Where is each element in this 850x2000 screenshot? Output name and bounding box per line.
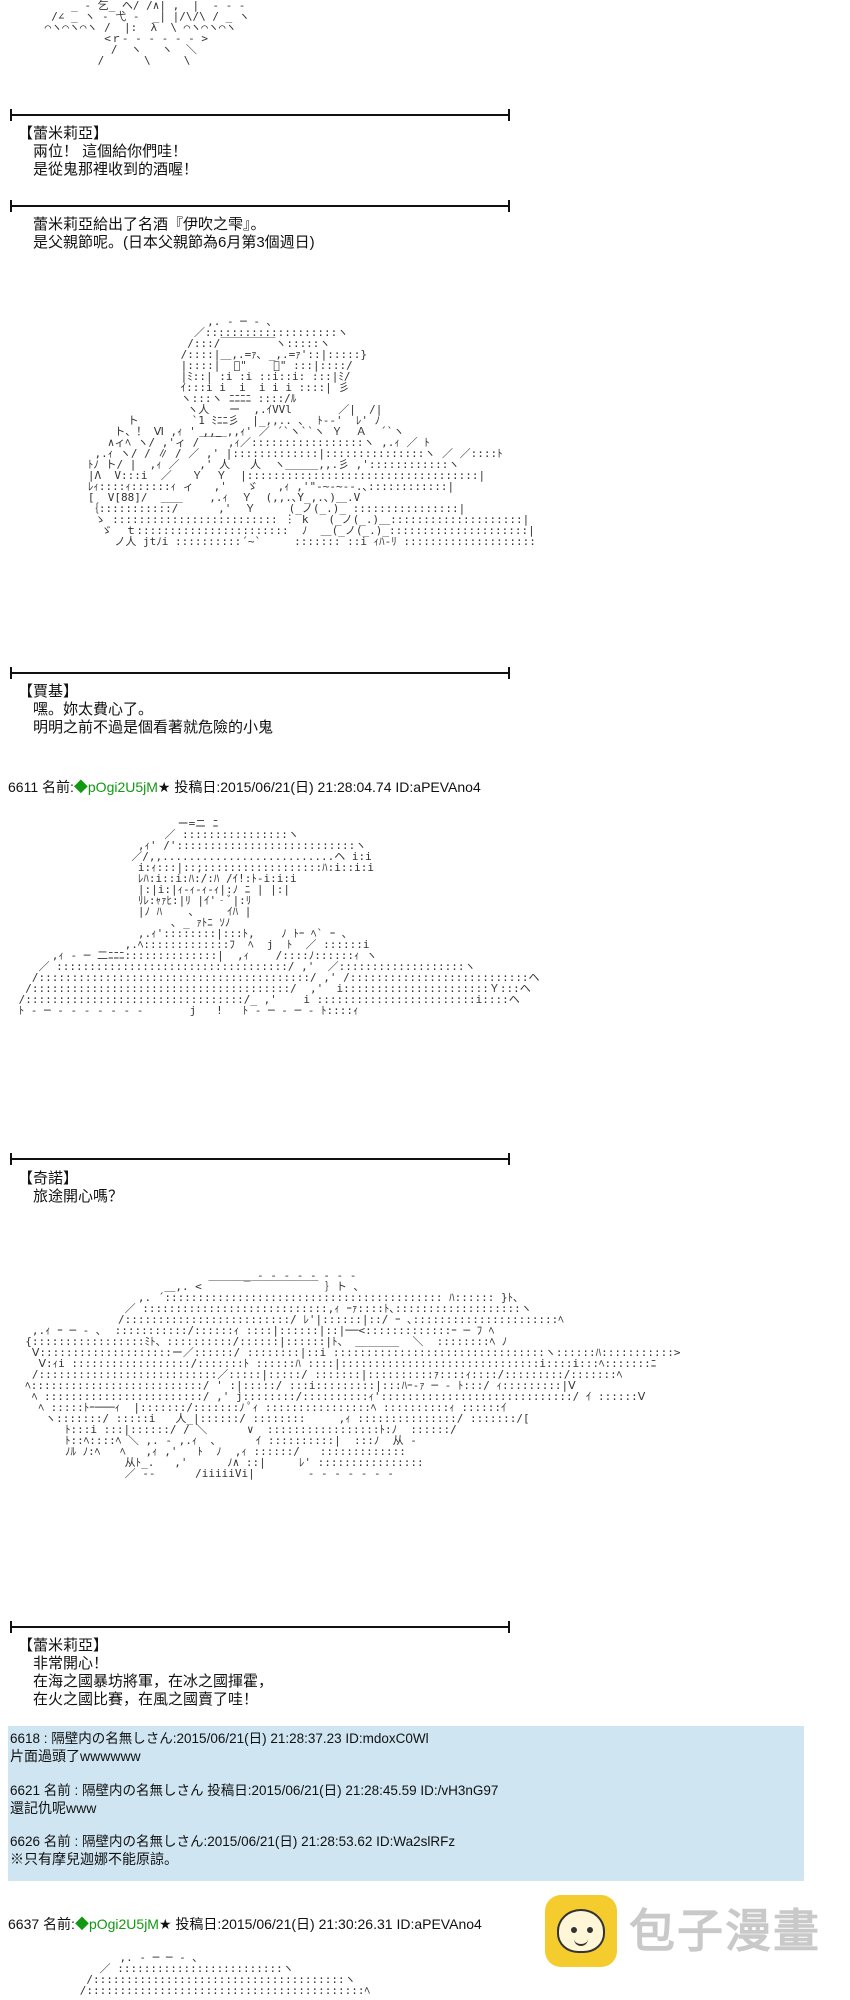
divider — [10, 1621, 510, 1633]
dialogue-line: 非常開心！ — [33, 1655, 109, 1672]
speaker-name: 【奇諾】 — [18, 1170, 79, 1187]
dialogue-line: 在火之國比賽，在風之國賣了哇！ — [33, 1691, 259, 1708]
narration-line: 是父親節呢。(日本父親節為6月第3個週日) — [33, 234, 315, 251]
dialogue-line: 嘿。妳太費心了。 — [33, 701, 154, 718]
post-name-label: 名前: — [42, 779, 74, 795]
post-date-label: 投稿日: — [174, 779, 221, 795]
watermark-logo: 包子漫畫 — [545, 1895, 845, 1975]
post-date-label: 投稿日: — [175, 1916, 222, 1932]
dialogue-line: 兩位！ 這個給你們哇！ — [33, 143, 188, 160]
trip-diamond: ◆ — [73, 779, 88, 795]
comment-header: 6618 : 隔壁内の名無しさん:2015/06/21(日) 21:28:37.… — [10, 1731, 429, 1746]
post-id[interactable]: ID:aPEVAno4 — [395, 779, 481, 795]
post-star: ★ — [157, 779, 171, 795]
watermark-text: 包子漫畫 — [629, 1904, 821, 1958]
divider — [10, 1153, 510, 1165]
comments-panel: 6618 : 隔壁内の名無しさん:2015/06/21(日) 21:28:37.… — [8, 1726, 804, 1881]
ascii-art-bat-wings: _ ‐ 乞_ ヘ/ /∧| , | ‐ ‐ ‐ /∠ _ ヽ ‐ 弋 ‐ _| … — [44, 0, 250, 67]
comment-header: 6621 名前 : 隔壁内の名無しさん 投稿日:2015/06/21(日) 21… — [10, 1783, 499, 1798]
comment-body: 還記仇呢www — [10, 1800, 97, 1816]
ascii-art-partial: ,. ‐ ─ ─ ‐ ､ ／ :::::::::::::::::::::::::… — [79, 1951, 371, 1997]
bun-mascot-icon — [545, 1895, 617, 1967]
ascii-art-hat-figure: ー=ニ ﾆ ／ ::::::::::::::::ヽ ,ｨ' /'::::::::… — [18, 817, 540, 1017]
trip-diamond: ◆ — [74, 1916, 89, 1932]
divider — [10, 667, 510, 679]
post-id[interactable]: ID:aPEVAno4 — [396, 1916, 482, 1932]
dialogue-line: 是從鬼那裡收到的酒喔！ — [33, 161, 199, 178]
post-date: 2015/06/21(日) 21:30:26.31 — [221, 1916, 393, 1932]
dialogue-line: 旅途開心嗎？ — [33, 1188, 124, 1205]
narration-line: 蕾米莉亞給出了名酒『伊吹之雫』。 — [33, 216, 266, 233]
ascii-art-two-figures: ,. ‐ ─ ‐ ､ ／::::::::::::::::::::ヽ /:::/￣… — [87, 315, 536, 548]
comment-header: 6626 名前 : 隔壁内の名無しさん:2015/06/21(日) 21:28:… — [10, 1834, 456, 1849]
speaker-name: 【蕾米莉亞】 — [18, 1637, 109, 1654]
divider — [10, 109, 510, 121]
post-name-label: 名前: — [43, 1916, 75, 1932]
post-star: ★ — [158, 1916, 172, 1932]
post-trip[interactable]: pOgi2U5jM — [88, 1916, 159, 1932]
dialogue-line: 在海之國暴坊將軍，在冰之國揮霍， — [33, 1673, 274, 1690]
post-number: 6637 — [8, 1916, 40, 1932]
divider — [10, 200, 510, 212]
comment-body: ※只有摩兒迦娜不能原諒。 — [10, 1851, 178, 1867]
post-trip[interactable]: pOgi2U5jM — [87, 779, 158, 795]
ascii-art-remilia-hat: _ - ‐ ‐ ‐ ‐ ‐ ‐ - ＿,. < ￣￣￣￣￣￣￣￣￣￣ ｝ト ､ … — [25, 1269, 681, 1480]
post-header: 6611 名前:◆pOgi2U5jM★ 投稿日:2015/06/21(日) 21… — [8, 778, 481, 796]
comment-body: 片面過頭了wwwwww — [10, 1748, 141, 1764]
post-header: 6637 名前:◆pOgi2U5jM★ 投稿日:2015/06/21(日) 21… — [8, 1915, 482, 1933]
dialogue-line: 明明之前不過是個看著就危險的小鬼 — [33, 719, 274, 736]
post-date: 2015/06/21(日) 21:28:04.74 — [220, 779, 392, 795]
post-number: 6611 — [8, 779, 39, 795]
speaker-name: 【賈基】 — [18, 683, 79, 700]
speaker-name: 【蕾米莉亞】 — [18, 125, 109, 142]
